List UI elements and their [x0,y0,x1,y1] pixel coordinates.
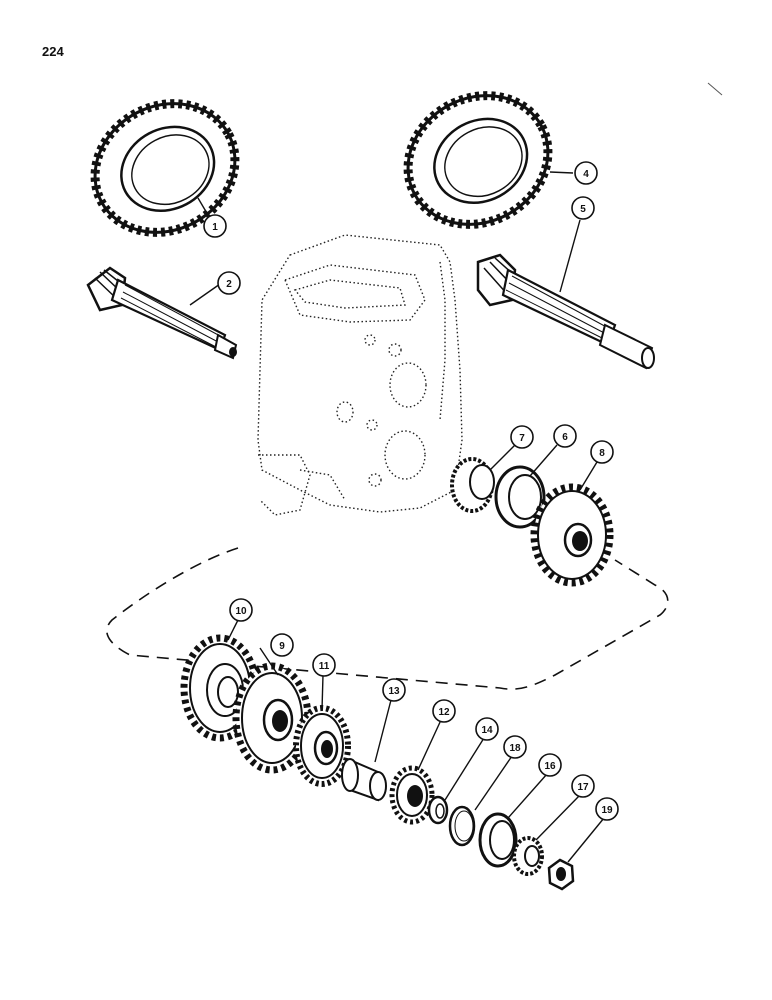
callout-17: 17 [571,774,595,798]
svg-text:18: 18 [509,743,521,754]
svg-text:5: 5 [580,204,586,215]
callout-14: 14 [475,717,499,741]
callout-5: 5 [571,196,595,220]
svg-text:11: 11 [319,661,330,672]
svg-text:19: 19 [601,805,613,816]
bearing-cup-6 [494,465,546,529]
svg-text:1: 1 [212,222,218,233]
callout-1: 1 [203,214,227,238]
nut-19 [547,858,575,891]
gear-12 [389,765,435,825]
washer-14 [427,795,449,825]
svg-text:13: 13 [388,686,400,697]
callout-10: 10 [229,598,253,622]
scan-mark [707,82,723,96]
svg-text:12: 12 [438,707,450,718]
svg-text:2: 2 [226,279,232,290]
bearing-cone-7 [450,457,495,513]
ring-gear-4 [403,91,553,229]
callout-4: 4 [574,161,598,185]
spacer-sleeve-13 [341,758,387,802]
callout-16: 16 [538,753,562,777]
ring-gear-1 [90,99,240,237]
callout-11: 11 [312,653,336,677]
callout-2: 2 [217,271,241,295]
svg-text:6: 6 [562,432,568,443]
callout-9: 9 [270,633,294,657]
page-number: 224 [42,44,64,59]
svg-text:8: 8 [599,448,605,459]
pinion-shaft-2 [86,266,238,360]
transmission-housing-phantom [257,234,463,516]
gear-11 [293,705,351,787]
bearing-cup-16 [478,812,518,868]
leader-lines [189,171,605,863]
bearing-cone-17 [512,836,544,876]
svg-text:9: 9 [279,641,285,652]
svg-text:14: 14 [481,725,493,736]
callout-12: 12 [432,699,456,723]
svg-text:7: 7 [519,433,525,444]
svg-text:17: 17 [577,782,589,793]
callout-19: 19 [595,797,619,821]
svg-text:4: 4 [583,169,589,180]
callout-18: 18 [503,735,527,759]
callout-13: 13 [382,678,406,702]
snap-ring-18 [448,805,476,847]
svg-text:16: 16 [544,761,556,772]
callout-8: 8 [590,440,614,464]
callout-7: 7 [510,425,534,449]
gear-8 [530,483,614,587]
callout-6: 6 [553,424,577,448]
pinion-shaft-5 [476,253,655,370]
svg-text:10: 10 [235,606,247,617]
